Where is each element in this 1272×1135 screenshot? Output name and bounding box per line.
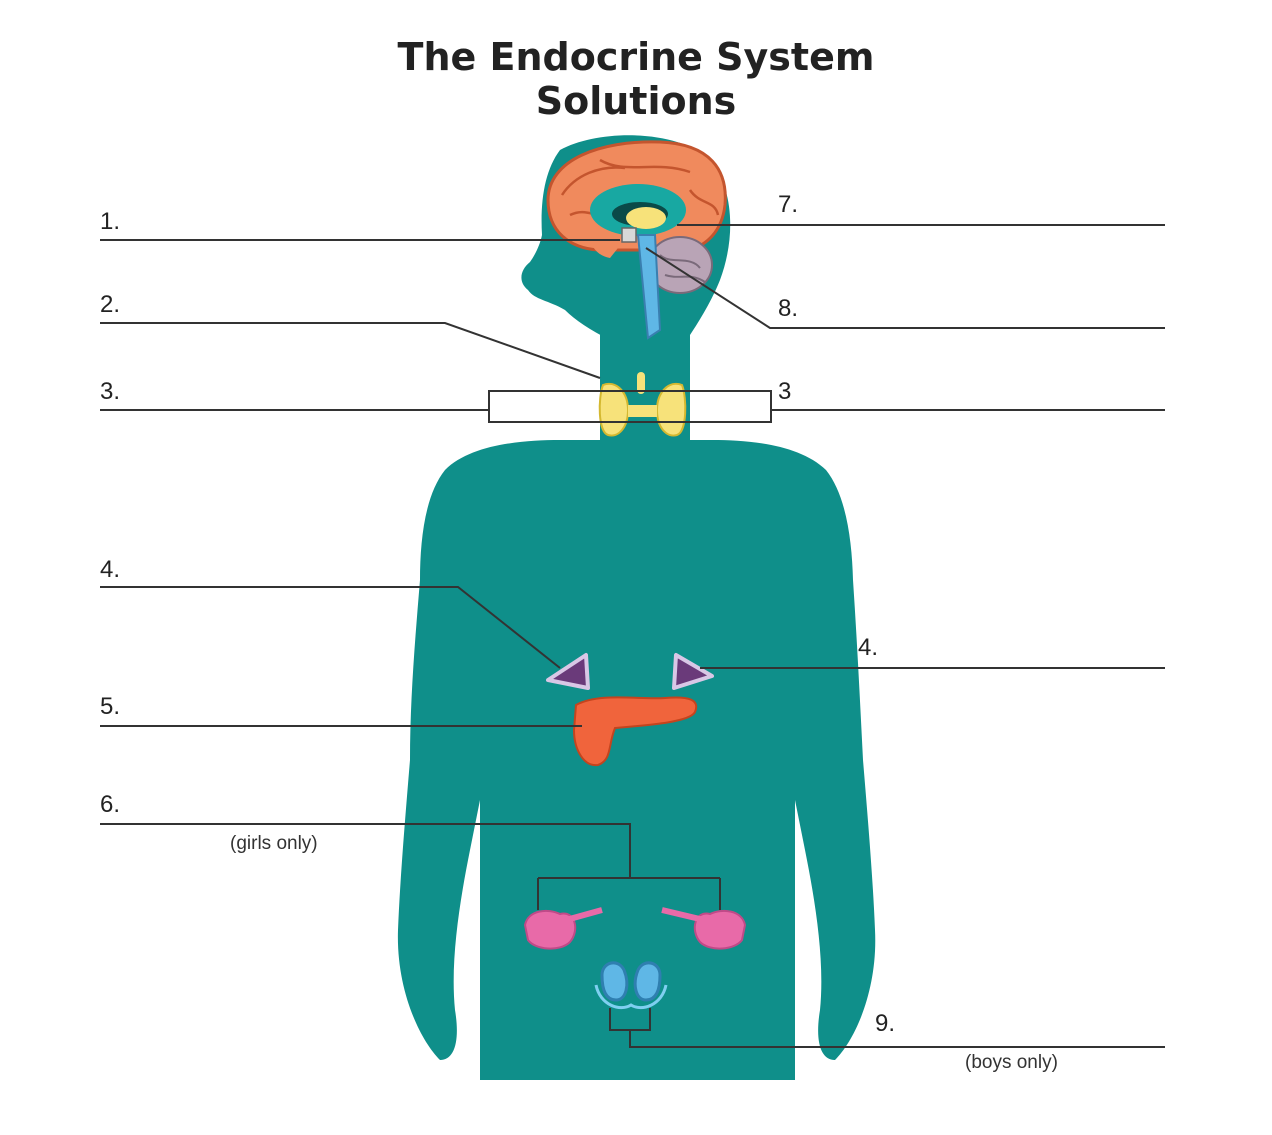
diagram-subtitle: Solutions (535, 79, 737, 123)
adrenal-glands (546, 653, 714, 690)
label-2: 2. (100, 291, 121, 318)
brain-illustration (546, 140, 727, 340)
label-9: 9. (875, 1010, 896, 1037)
label-8: 8. (778, 295, 799, 322)
label-4-left: 4. (100, 556, 121, 583)
testes (594, 961, 668, 1010)
label-4-right: 4. (858, 634, 879, 661)
label-3-right: 3 (778, 378, 792, 405)
diagram-title: The Endocrine System (397, 35, 875, 79)
label-7: 7. (778, 191, 799, 218)
pancreas (572, 696, 698, 767)
note-girls-only: (girls only) (230, 833, 318, 854)
leader-lines (100, 224, 1165, 1048)
label-6: 6. (100, 791, 121, 818)
body-silhouette (397, 135, 876, 1080)
label-3-left: 3. (100, 378, 121, 405)
note-boys-only: (boys only) (965, 1052, 1058, 1073)
label-5: 5. (100, 693, 121, 720)
label-1: 1. (100, 208, 121, 235)
ovaries (523, 907, 747, 950)
